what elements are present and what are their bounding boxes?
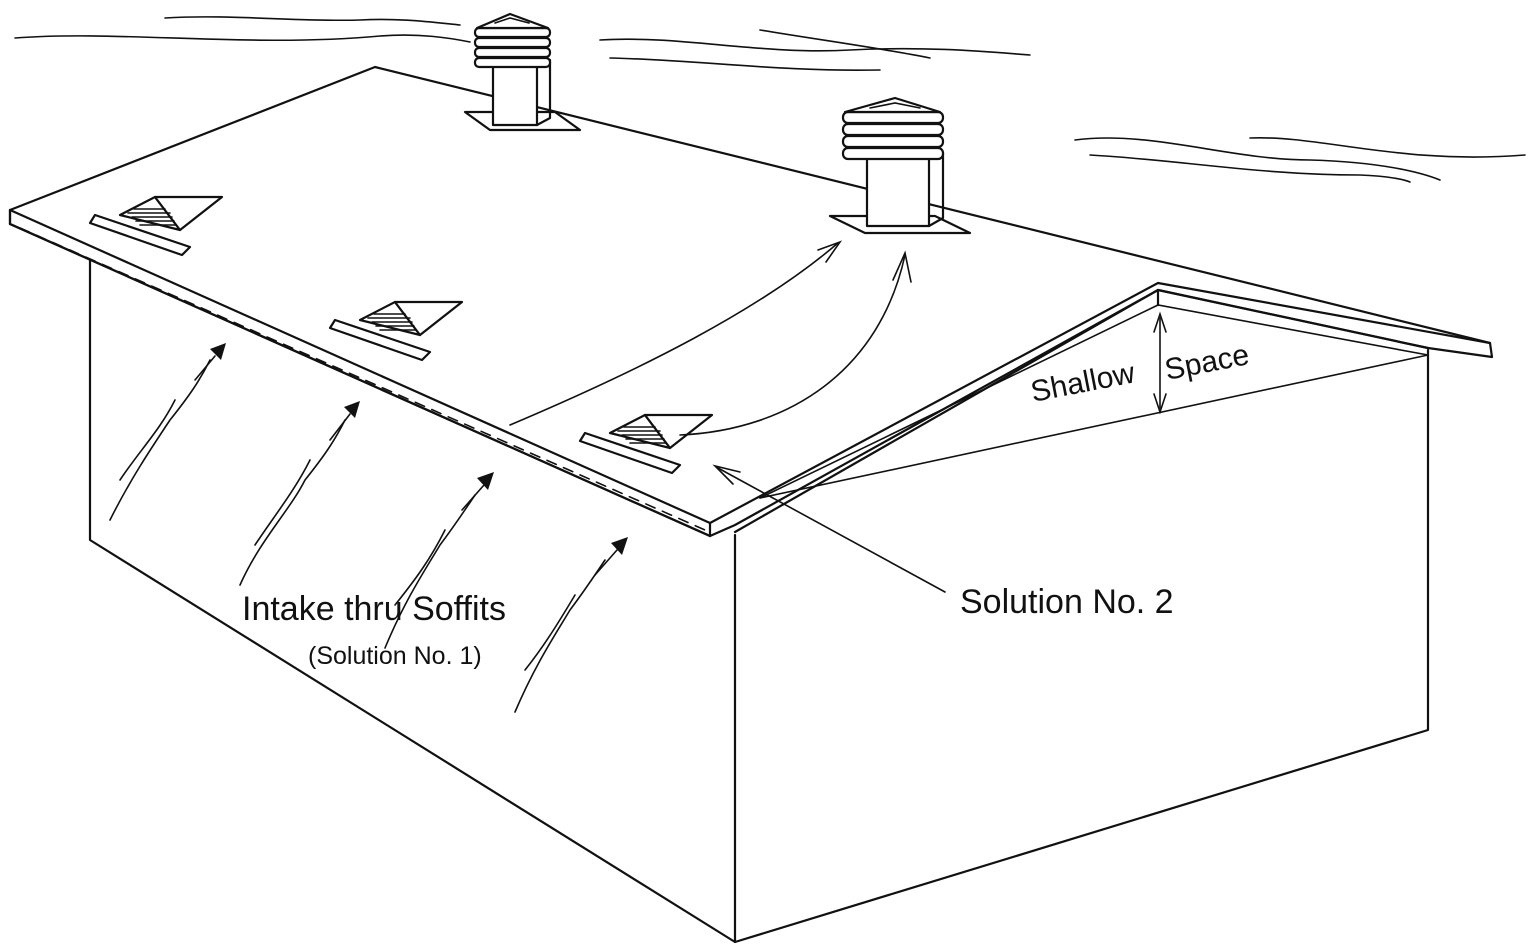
house-walls bbox=[88, 256, 1430, 944]
intake-arrow bbox=[384, 472, 494, 649]
intake-arrow bbox=[239, 401, 360, 586]
roof bbox=[8, 65, 1494, 538]
intake-arrow bbox=[109, 343, 226, 521]
space-label: Space bbox=[1162, 338, 1252, 387]
cupola-vent bbox=[463, 12, 582, 132]
roof-vent bbox=[578, 413, 714, 475]
shallow-space-dimension bbox=[1153, 311, 1167, 415]
solution2-leader bbox=[712, 464, 946, 593]
shallow-label: Shallow bbox=[1028, 356, 1138, 409]
airflow-arcs bbox=[509, 240, 912, 436]
cupola-vent bbox=[828, 96, 972, 235]
roof-vent bbox=[88, 195, 224, 257]
intake-label: Intake thru Soffits bbox=[242, 590, 506, 628]
solution2-label: Solution No. 2 bbox=[960, 583, 1174, 621]
roof-vent bbox=[328, 300, 464, 362]
intake-arrow bbox=[514, 537, 628, 713]
intake-sublabel: (Solution No. 1) bbox=[308, 642, 482, 670]
